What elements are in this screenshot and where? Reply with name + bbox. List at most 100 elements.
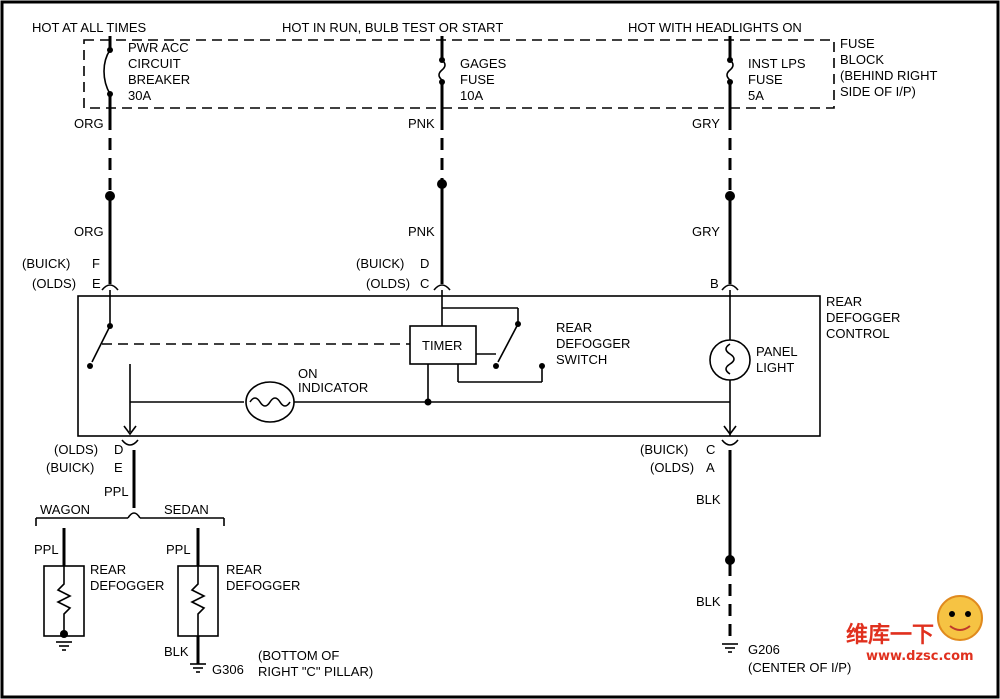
wagon-rear-defogger-label: REAR DEFOGGER (90, 562, 164, 593)
svg-text:CONTROL: CONTROL (826, 326, 890, 341)
on-indicator-lamp (245, 381, 295, 423)
svg-text:REAR: REAR (826, 294, 862, 309)
connector-e-bottom: E (114, 460, 123, 475)
olds-label-bottom-left: (OLDS) (54, 442, 98, 457)
svg-text:BLOCK: BLOCK (840, 52, 884, 67)
fuse-block-label: FUSE BLOCK (BEHIND RIGHT SIDE OF I/P) (840, 36, 938, 99)
svg-text:DEFOGGER: DEFOGGER (556, 336, 630, 351)
gages-fuse-label: GAGES FUSE 10A (460, 56, 507, 103)
svg-text:INDICATOR: INDICATOR (298, 380, 368, 395)
svg-text:(BOTTOM OF: (BOTTOM OF (258, 648, 339, 663)
circuit-breaker-symbol (103, 47, 113, 97)
relay-contact (91, 325, 111, 363)
connector-b: B (710, 276, 719, 291)
connector-symbol (721, 284, 739, 291)
olds-label-bottom-right: (OLDS) (650, 460, 694, 475)
svg-text:30A: 30A (128, 88, 151, 103)
svg-text:DEFOGGER: DEFOGGER (90, 578, 164, 593)
splice-dot (725, 191, 735, 201)
inst-lps-fuse-symbol (726, 57, 734, 85)
buick-label-left: (BUICK) (22, 256, 70, 271)
connector-c: C (420, 276, 429, 291)
inst-lps-fuse-label: INST LPS FUSE 5A (748, 56, 806, 103)
timer-box (409, 325, 477, 365)
svg-text:PANEL: PANEL (756, 344, 798, 359)
rear-defogger-switch-label: REAR DEFOGGER SWITCH (556, 320, 630, 367)
svg-text:5A: 5A (748, 88, 764, 103)
wagon-rear-defogger-grid (43, 565, 85, 637)
wagon-label: WAGON (40, 502, 90, 517)
circuit-breaker-label: PWR ACC CIRCUIT BREAKER 30A (128, 40, 190, 103)
svg-text:REAR: REAR (556, 320, 592, 335)
ground-icon (56, 641, 72, 651)
g206-label: G206 (748, 642, 780, 657)
rear-defogger-switch (497, 323, 519, 363)
svg-text:FUSE: FUSE (460, 72, 495, 87)
g306-label: G306 (212, 662, 244, 677)
connector-symbol (433, 284, 451, 291)
connector-d-bottom: D (114, 442, 123, 457)
svg-text:(BEHIND RIGHT: (BEHIND RIGHT (840, 68, 938, 83)
g306-note: (BOTTOM OF RIGHT "C" PILLAR) (258, 648, 373, 679)
wire-org-lower: ORG (74, 224, 104, 239)
wire-blk-lower: BLK (696, 594, 721, 609)
svg-text:BREAKER: BREAKER (128, 72, 190, 87)
svg-text:FUSE: FUSE (748, 72, 783, 87)
wire-ppl-sedan: PPL (166, 542, 191, 557)
wire-gry-lower: GRY (692, 224, 720, 239)
svg-text:DEFOGGER: DEFOGGER (226, 578, 300, 593)
watermark-chars: 维库一下 (846, 622, 934, 648)
connector-symbol (721, 439, 739, 446)
connector-d: D (420, 256, 429, 271)
svg-text:PWR ACC: PWR ACC (128, 40, 189, 55)
wire-blk-upper: BLK (696, 492, 721, 507)
ground-icon (190, 663, 206, 673)
wire-pnk-upper: PNK (408, 116, 435, 131)
olds-label-mid: (OLDS) (366, 276, 410, 291)
hot-at-all-times-label: HOT AT ALL TIMES (32, 20, 146, 35)
wire-blk-sedan: BLK (164, 644, 189, 659)
svg-text:REAR: REAR (90, 562, 126, 577)
watermark-url: www.dzsc.com (866, 649, 974, 664)
sedan-label: SEDAN (164, 502, 209, 517)
connector-c-bottom: C (706, 442, 715, 457)
svg-text:DEFOGGER: DEFOGGER (826, 310, 900, 325)
svg-text:REAR: REAR (226, 562, 262, 577)
wire-ppl-wagon: PPL (34, 542, 59, 557)
sedan-rear-defogger-label: REAR DEFOGGER (226, 562, 300, 593)
on-indicator-label: ON INDICATOR (298, 366, 368, 395)
rear-defogger-control-label: REAR DEFOGGER CONTROL (826, 294, 900, 341)
splice-dot (725, 555, 735, 565)
svg-text:SIDE OF I/P): SIDE OF I/P) (840, 84, 916, 99)
hot-with-headlights-label: HOT WITH HEADLIGHTS ON (628, 20, 802, 35)
wire-ppl-main: PPL (104, 484, 129, 499)
buick-label-bottom-left: (BUICK) (46, 460, 94, 475)
ground-icon (722, 643, 738, 653)
connector-f: F (92, 256, 100, 271)
connector-a-bottom: A (706, 460, 715, 475)
connector-e: E (92, 276, 101, 291)
splice-dot (437, 179, 447, 189)
svg-text:RIGHT "C" PILLAR): RIGHT "C" PILLAR) (258, 664, 373, 679)
panel-light-lamp (709, 339, 751, 381)
svg-text:INST LPS: INST LPS (748, 56, 806, 71)
sedan-rear-defogger-grid (177, 565, 219, 637)
buick-label-bottom-right: (BUICK) (640, 442, 688, 457)
gages-fuse-symbol (438, 57, 446, 85)
rear-defogger-control-box (77, 295, 821, 437)
fuse-block-box (83, 39, 835, 109)
svg-text:SWITCH: SWITCH (556, 352, 607, 367)
wire-org-upper: ORG (74, 116, 104, 131)
svg-text:LIGHT: LIGHT (756, 360, 794, 375)
wire-gry-upper: GRY (692, 116, 720, 131)
connector-symbol (101, 284, 119, 291)
olds-label-left: (OLDS) (32, 276, 76, 291)
svg-text:ON: ON (298, 366, 318, 381)
connector-symbol (121, 439, 139, 446)
svg-text:CIRCUIT: CIRCUIT (128, 56, 181, 71)
watermark-logo (937, 595, 983, 641)
hot-in-run-label: HOT IN RUN, BULB TEST OR START (282, 20, 503, 35)
splice-dot (105, 191, 115, 201)
